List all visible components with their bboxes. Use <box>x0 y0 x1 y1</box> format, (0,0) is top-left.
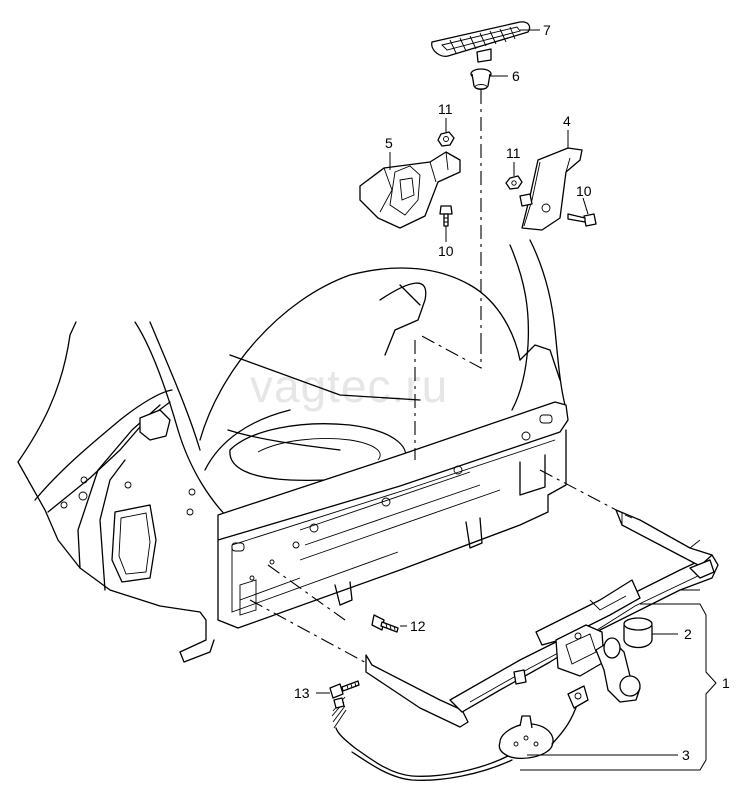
callout-10-right: 10 <box>576 183 592 199</box>
part-11-nut-b <box>505 175 523 190</box>
part-1-crossmember <box>365 509 719 728</box>
part-3-electrical-socket <box>331 685 589 781</box>
callout-2: 2 <box>684 626 692 642</box>
callout-11-top: 11 <box>438 101 453 117</box>
part-10-bolt-b <box>519 193 597 227</box>
callout-4: 4 <box>563 113 571 129</box>
callout-labels: 7 6 11 5 10 4 11 10 2 1 12 13 3 <box>294 22 730 763</box>
part-5-bracket <box>359 151 461 229</box>
part-4-side-bracket <box>521 147 583 231</box>
car-body-rear <box>17 239 569 663</box>
callout-10-left: 10 <box>438 243 454 259</box>
callout-11-right: 11 <box>506 145 521 161</box>
callout-12: 12 <box>410 618 426 634</box>
part-7-cover-plate <box>431 21 531 63</box>
part-13-bolt <box>329 680 360 699</box>
part-10-bolt-a <box>439 205 453 227</box>
part-11-nut-a <box>437 131 455 147</box>
assembly-lines <box>249 90 621 666</box>
callout-7: 7 <box>543 22 551 38</box>
part-2-ball-cap <box>623 617 653 649</box>
callout-1: 1 <box>722 675 730 691</box>
part-6-retainer <box>470 68 492 90</box>
callout-5: 5 <box>385 135 393 151</box>
watermark: vagtec.ru <box>250 360 448 412</box>
leader-lines <box>316 29 717 771</box>
part-12-bolt <box>371 614 399 633</box>
callout-6: 6 <box>512 68 520 84</box>
callout-13: 13 <box>294 685 310 701</box>
callout-3: 3 <box>682 747 690 763</box>
